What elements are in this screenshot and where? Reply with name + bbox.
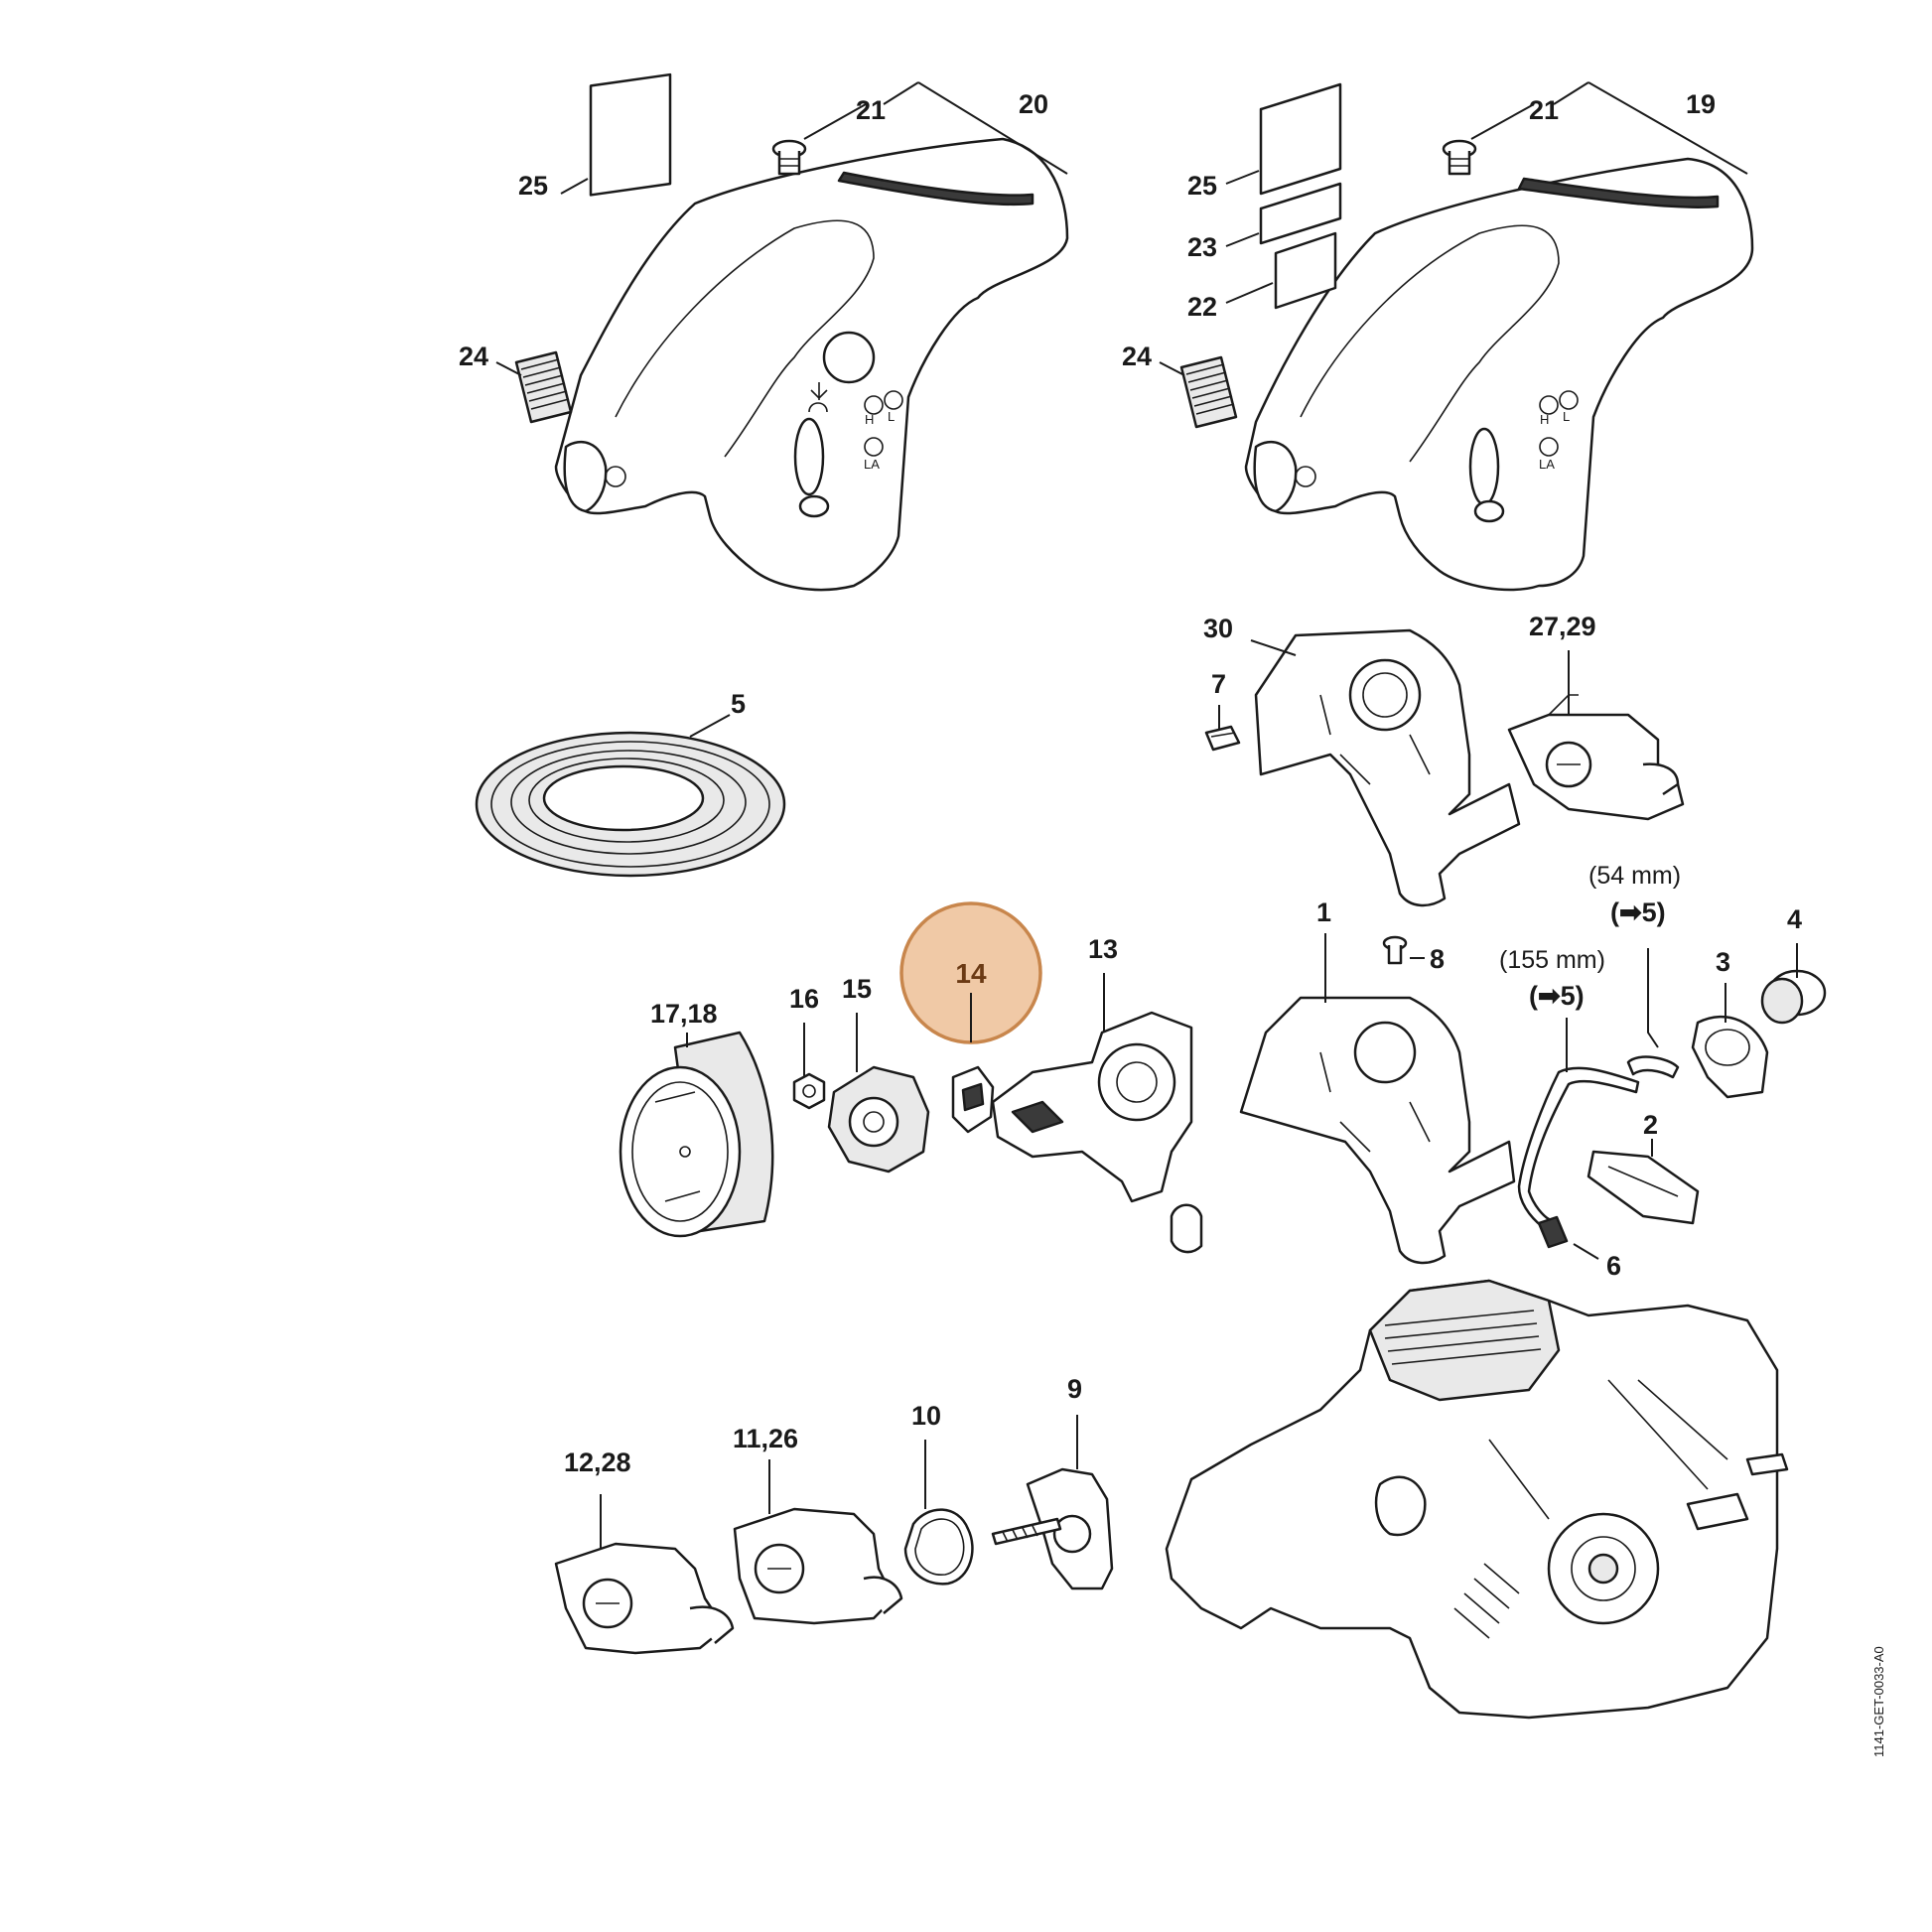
callout-20: 20 (1019, 89, 1048, 119)
callout-155mm-ref: (➡5) (1529, 981, 1585, 1011)
cover-left-l-marking: L (888, 409, 895, 424)
callout-labels: 25 21 20 24 25 23 22 21 19 24 30 27,29 7… (459, 89, 1802, 1477)
callout-4: 4 (1787, 904, 1802, 934)
fuel-hose-155mm[interactable] (1517, 1066, 1640, 1249)
gasket-10[interactable] (903, 1508, 974, 1586)
callout-12-28: 12,28 (564, 1448, 631, 1477)
callout-16: 16 (789, 984, 819, 1014)
shroud-right[interactable]: H L LA (1244, 157, 1754, 592)
callout-2: 2 (1643, 1110, 1658, 1140)
callout-54mm: (54 mm) (1588, 862, 1681, 890)
callout-10: 10 (911, 1401, 941, 1431)
callout-6: 6 (1606, 1251, 1621, 1281)
callout-23: 23 (1187, 232, 1217, 262)
cap-4[interactable] (1760, 969, 1827, 1025)
gasket-5[interactable] (475, 731, 786, 878)
decal-25-right[interactable] (1259, 82, 1342, 196)
callout-5: 5 (731, 689, 746, 719)
callout-15: 15 (842, 974, 872, 1004)
grommet-14[interactable] (951, 1065, 995, 1134)
cover-right-h-marking: H (1540, 412, 1549, 427)
callout-27-29: 27,29 (1529, 612, 1596, 641)
highlight-label: 14 (955, 958, 987, 989)
highlight-marker-14[interactable]: 14 (899, 901, 1042, 1044)
callout-21-right: 21 (1529, 95, 1559, 125)
cover-right-la-marking: LA (1539, 457, 1555, 472)
carburetor-27-29[interactable] (1507, 694, 1685, 821)
plate-2[interactable] (1587, 1150, 1700, 1225)
leader-lines (495, 81, 1798, 1549)
callout-1: 1 (1316, 897, 1331, 927)
callout-19: 19 (1686, 89, 1716, 119)
callout-30: 30 (1203, 614, 1233, 643)
housing-3[interactable] (1691, 1015, 1769, 1099)
clip-7[interactable] (1204, 725, 1241, 752)
callout-11-26: 11,26 (733, 1424, 798, 1453)
callout-22: 22 (1187, 292, 1217, 322)
shroud-left[interactable]: H L LA (554, 137, 1069, 592)
cover-right-l-marking: L (1563, 409, 1570, 424)
decal-23-right[interactable] (1259, 182, 1342, 245)
screw-21-right[interactable] (1442, 139, 1477, 176)
callout-24-left: 24 (459, 342, 488, 371)
rotor-15[interactable] (827, 1065, 930, 1173)
cover-left-la-marking: LA (864, 457, 880, 472)
callout-24-right: 24 (1122, 342, 1152, 371)
callout-25-right: 25 (1187, 171, 1217, 201)
filter-pad-24-right[interactable] (1179, 355, 1238, 429)
screw-8[interactable] (1382, 935, 1408, 965)
callout-155mm: (155 mm) (1499, 946, 1605, 974)
callout-8: 8 (1430, 944, 1445, 974)
callout-13: 13 (1088, 934, 1118, 964)
screw-21-left[interactable] (771, 139, 807, 176)
decal-22-right[interactable] (1274, 231, 1337, 310)
callout-25-left: 25 (518, 171, 548, 201)
nut-16[interactable] (792, 1072, 826, 1110)
document-id: 1141-GET-0033-A0 (1871, 1646, 1886, 1757)
fuel-hose-54mm[interactable] (1626, 1055, 1680, 1079)
air-filter-17-18[interactable] (619, 1031, 774, 1238)
carburetor-11-26[interactable] (733, 1507, 903, 1625)
oil-pump-9[interactable] (991, 1467, 1114, 1590)
cover-1[interactable] (1239, 996, 1516, 1265)
callout-9: 9 (1067, 1374, 1082, 1404)
callout-17-18: 17,18 (650, 999, 718, 1029)
cover-left-h-marking: H (865, 412, 874, 427)
carburetor-12-28[interactable] (554, 1542, 735, 1655)
callout-21-left: 21 (856, 95, 886, 125)
callout-7: 7 (1211, 669, 1226, 699)
filter-pad-24-left[interactable] (514, 350, 573, 424)
decal-25-left[interactable] (589, 72, 672, 197)
engine-crankcase[interactable] (1165, 1279, 1789, 1720)
callout-3: 3 (1716, 947, 1730, 977)
callout-54mm-ref: (➡5) (1610, 897, 1666, 927)
carrier-30[interactable] (1254, 628, 1521, 907)
housing-13[interactable] (991, 1011, 1203, 1254)
